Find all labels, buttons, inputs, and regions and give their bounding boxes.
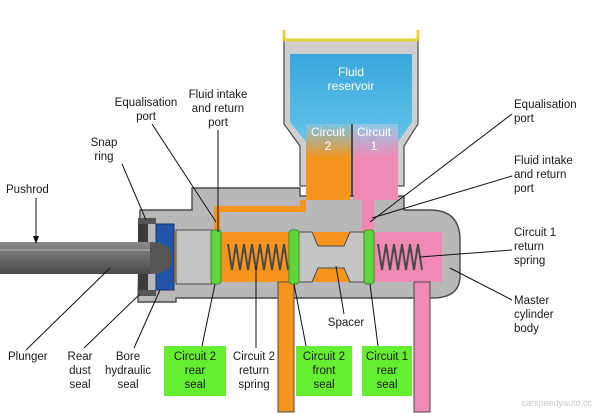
label-c1-spring-1: Circuit 1 <box>514 227 556 239</box>
label-bore-seal-1: Bore <box>116 351 140 363</box>
svg-text:seal: seal <box>376 379 397 391</box>
watermark: carspeedyauto.cc <box>521 398 592 408</box>
pushrod <box>0 242 172 274</box>
label-c1-spring-2: return <box>514 241 544 253</box>
reservoir-label-line2: reservoir <box>328 79 375 93</box>
label-eq-port-right-1: Equalisation <box>514 99 577 111</box>
label-c2-spring-2: return <box>239 365 269 377</box>
label-fluid-intake-left-3: port <box>208 117 229 129</box>
label-fluid-intake-right-3: port <box>514 183 535 195</box>
svg-text:seal: seal <box>184 379 205 391</box>
circuit1-return-spring <box>377 243 423 271</box>
label-fluid-intake-left-1: Fluid intake <box>189 89 248 101</box>
label-fluid-intake-right-2: and return <box>514 169 566 181</box>
circuit2-chamber-fluid <box>306 124 351 200</box>
label-c1-spring-3: spring <box>514 255 545 267</box>
circuit2-label-line1: Circuit <box>311 125 346 139</box>
circuit2-return-spring <box>227 243 289 271</box>
label-plunger: Plunger <box>8 351 48 363</box>
circuit1-chamber-fluid <box>353 124 398 200</box>
circuit1-label-line2: 1 <box>371 139 378 153</box>
label-bore-seal-2: hydraulic <box>105 365 151 377</box>
label-master-body-2: cylinder <box>514 309 554 321</box>
label-fluid-intake-right-1: Fluid intake <box>514 155 573 167</box>
fluid-reservoir <box>282 30 420 210</box>
label-pushrod: Pushrod <box>6 184 49 196</box>
label-eq-port-right-2: port <box>514 113 535 125</box>
boxed-label-circuit2-rear-seal: Circuit 2 rear seal <box>164 346 226 396</box>
label-fluid-intake-left-2: and return <box>192 103 244 115</box>
label-rear-dust-seal-1: Rear <box>68 351 93 363</box>
svg-text:seal: seal <box>313 379 334 391</box>
label-snap-ring-1: Snap <box>91 137 118 149</box>
label-c2-spring-3: spring <box>238 379 269 391</box>
circuit1-label-line1: Circuit <box>357 125 392 139</box>
svg-text:rear: rear <box>185 365 206 377</box>
svg-text:Circuit 2: Circuit 2 <box>303 351 345 363</box>
label-c2-spring-1: Circuit 2 <box>233 351 275 363</box>
label-master-body-3: body <box>514 323 539 335</box>
circuit2-rear-seal <box>210 229 222 285</box>
boxed-label-circuit2-front-seal: Circuit 2 front seal <box>296 346 352 396</box>
circuit2-outlet-pipe <box>277 281 295 413</box>
label-spacer: Spacer <box>328 317 365 329</box>
label-snap-ring-2: ring <box>94 151 113 163</box>
circuit1-rear-seal <box>363 229 375 285</box>
svg-text:rear: rear <box>377 365 398 377</box>
label-eq-port-left-2: port <box>136 111 157 123</box>
boxed-label-circuit1-rear-seal: Circuit 1 rear seal <box>362 346 412 396</box>
circuit2-front-seal <box>288 229 300 285</box>
label-rear-dust-seal-2: dust <box>69 365 92 377</box>
svg-text:Circuit 1: Circuit 1 <box>366 351 408 363</box>
label-master-body-1: Master <box>514 295 549 307</box>
reservoir-label-line1: Fluid <box>338 65 364 79</box>
label-bore-seal-3: seal <box>117 379 138 391</box>
svg-text:Circuit 2: Circuit 2 <box>174 351 216 363</box>
label-eq-port-left-1: Equalisation <box>115 97 178 109</box>
svg-text:front: front <box>312 365 336 377</box>
label-rear-dust-seal-3: seal <box>69 379 90 391</box>
circuit1-outlet-pipe <box>413 281 431 413</box>
circuit2-label-line2: 2 <box>325 139 332 153</box>
